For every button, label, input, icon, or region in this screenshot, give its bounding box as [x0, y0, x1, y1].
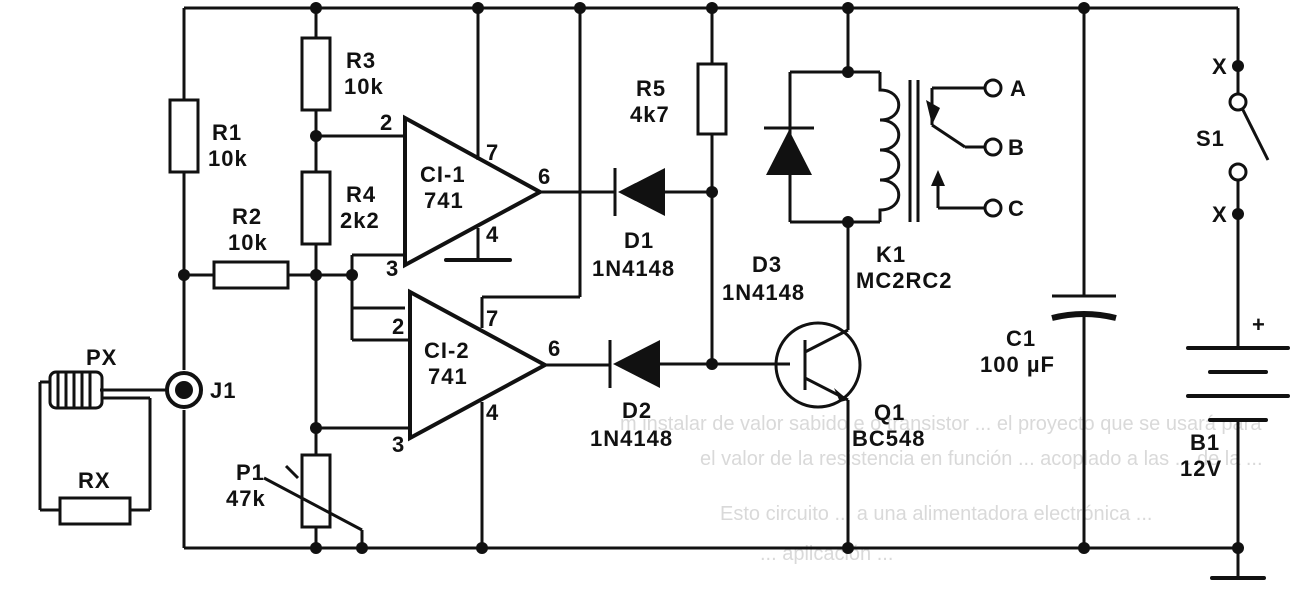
ci1-pin6: 6 — [538, 164, 551, 189]
d3-name: D3 — [752, 252, 782, 277]
c1-capacitor — [1051, 8, 1117, 548]
r5-name: R5 — [636, 76, 666, 101]
r3-name: R3 — [346, 48, 376, 73]
k1-contact-a: A — [1010, 76, 1027, 101]
ci2-pin2: 2 — [392, 314, 405, 339]
j1-label: J1 — [210, 378, 236, 403]
r3-resistor — [300, 8, 332, 172]
s1-name: S1 — [1196, 126, 1225, 151]
ci2-pin3: 3 — [392, 432, 405, 457]
b1-value: 12V — [1180, 456, 1222, 481]
rx-label: RX — [78, 468, 111, 493]
px-label: PX — [86, 345, 117, 370]
faint-text-line-4: ... aplicación ... — [760, 543, 893, 565]
faint-text-line-2: el valor de la resistencia en función ..… — [700, 448, 1263, 470]
c1-name: C1 — [1006, 326, 1036, 351]
k1-name: K1 — [876, 242, 906, 267]
ci2-value: 741 — [428, 364, 468, 389]
ci1-pin2: 2 — [380, 110, 393, 135]
q1-name: Q1 — [874, 400, 905, 425]
ci2-pin6: 6 — [548, 336, 561, 361]
ci1-opamp — [316, 8, 615, 310]
b1-plus-sign: + — [1252, 312, 1266, 337]
faint-text-line-3: Esto circuito ... a una alimentadora ele… — [720, 503, 1152, 525]
d1-diode — [613, 168, 712, 216]
q1-transistor — [774, 321, 862, 548]
rx-resistor — [58, 496, 132, 526]
s1-switch — [1228, 8, 1270, 346]
r2-resistor — [184, 260, 352, 290]
ci1-name: CI-1 — [420, 162, 466, 187]
ci2-pin7: 7 — [486, 306, 499, 331]
r2-value: 10k — [228, 230, 268, 255]
ci1-pin3: 3 — [386, 256, 399, 281]
q1-value: BC548 — [852, 426, 925, 451]
junction-dots — [178, 2, 1244, 554]
b1-battery — [1186, 346, 1290, 580]
r4-name: R4 — [346, 182, 376, 207]
r1-name: R1 — [212, 120, 242, 145]
ci2-opamp — [316, 8, 610, 548]
d1-name: D1 — [624, 228, 654, 253]
ci1-pin4: 4 — [486, 222, 499, 247]
d2-name: D2 — [622, 398, 652, 423]
faint-text-line-1: m instalar de valor sabido e o transisto… — [620, 413, 1262, 435]
j1-jack — [165, 371, 203, 409]
d3-diode — [764, 126, 814, 175]
r2-name: R2 — [232, 204, 262, 229]
p1-potentiometer — [263, 453, 364, 548]
c1-value: 100 µF — [980, 352, 1055, 377]
d2-diode — [608, 340, 790, 388]
r4-resistor — [300, 170, 332, 455]
s1-x-mark-top: X — [1212, 54, 1228, 79]
ci2-pin4: 4 — [486, 400, 499, 425]
r5-resistor — [696, 8, 728, 364]
k1-contact-c: C — [1008, 196, 1025, 221]
p1-name: P1 — [236, 460, 265, 485]
r1-value: 10k — [208, 146, 248, 171]
k1-relay — [788, 8, 1003, 330]
k1-contact-b: B — [1008, 135, 1025, 160]
r4-value: 2k2 — [340, 208, 380, 233]
b1-name: B1 — [1190, 430, 1220, 455]
ci1-pin7: 7 — [486, 140, 499, 165]
p1-value: 47k — [226, 486, 266, 511]
ci2-name: CI-2 — [424, 338, 470, 363]
d2-value: 1N4148 — [590, 426, 673, 451]
ci1-value: 741 — [424, 188, 464, 213]
px-plug — [38, 370, 168, 512]
d3-value: 1N4148 — [722, 280, 805, 305]
k1-value: MC2RC2 — [856, 268, 952, 293]
background-text: m instalar de valor sabido e o transisto… — [620, 413, 1263, 565]
r3-value: 10k — [344, 74, 384, 99]
s1-x-mark-bottom: X — [1212, 202, 1228, 227]
r5-value: 4k7 — [630, 102, 670, 127]
d1-value: 1N4148 — [592, 256, 675, 281]
